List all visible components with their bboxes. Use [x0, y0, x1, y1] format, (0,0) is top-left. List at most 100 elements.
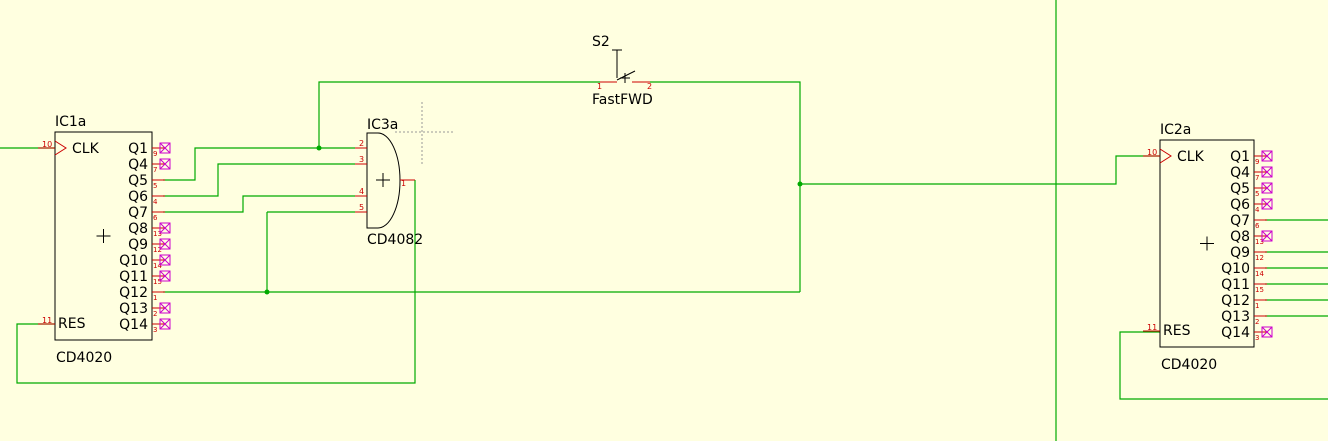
output-pin-number: 12: [1255, 254, 1264, 262]
output-pin-number: 5: [153, 182, 157, 190]
switch-value-label: FastFWD: [592, 92, 653, 108]
output-q11-label: Q11: [119, 269, 148, 285]
output-q12-label: Q12: [1221, 293, 1250, 309]
and-input-pin-number: 3: [359, 155, 364, 164]
output-q10-label: Q10: [1221, 261, 1250, 277]
no-connect-box: [159, 238, 171, 250]
switch-pin-number: 1: [597, 82, 602, 91]
output-q4-label: Q4: [1230, 165, 1250, 181]
no-connect-box: [159, 222, 171, 234]
no-connect-box: [1261, 166, 1273, 178]
output-pin-number: 7: [153, 166, 157, 174]
output-q10-label: Q10: [119, 253, 148, 269]
output-q6-label: Q6: [128, 189, 148, 205]
output-q14-label: Q14: [1221, 325, 1250, 341]
output-q14-label: Q14: [119, 317, 148, 333]
no-connect-x: [159, 302, 171, 314]
ic-body[interactable]: [54, 131, 153, 341]
switch-ref-label: S2: [592, 34, 610, 50]
clk-label: CLK: [1177, 149, 1205, 165]
wire-q5-and[interactable]: [163, 147, 319, 181]
and-output-pin-number: 1: [401, 179, 406, 188]
output-q6-label: Q6: [1230, 197, 1250, 213]
output-q13-label: Q13: [119, 301, 148, 317]
output-q9-label: Q9: [128, 237, 148, 253]
wire-switch-right[interactable]: [650, 81, 801, 292]
no-connect-x: [159, 270, 171, 282]
wire-ic2a-clk[interactable]: [800, 155, 1160, 185]
wire-ic2a-reset[interactable]: [1119, 331, 1328, 400]
no-connect-x: [159, 222, 171, 234]
output-pin-number: 2: [153, 310, 157, 318]
output-pin-number: 13: [1255, 238, 1264, 246]
no-connect-marker: [159, 318, 171, 330]
wire-switch-left[interactable]: [318, 81, 600, 148]
output-pin-number: 14: [153, 262, 162, 270]
no-connect-x: [1261, 166, 1273, 178]
res-label: RES: [58, 316, 86, 332]
no-connect-marker: [1261, 150, 1273, 162]
no-connect-x: [1261, 182, 1273, 194]
no-connect-x: [1261, 198, 1273, 210]
wire-reset-loop[interactable]: [16, 180, 416, 384]
output-pin-number: 7: [1255, 174, 1259, 182]
and-input-pin-number: 4: [359, 187, 364, 196]
wire-q6-and[interactable]: [163, 163, 355, 197]
no-connect-box: [1261, 182, 1273, 194]
ic-body[interactable]: [1159, 139, 1255, 348]
output-q12-label: Q12: [119, 285, 148, 301]
no-connect-x: [159, 238, 171, 250]
no-connect-box: [159, 254, 171, 266]
cursor-crosshair: [395, 102, 455, 165]
no-connect-box: [1261, 230, 1273, 242]
output-q9-label: Q9: [1230, 245, 1250, 261]
output-pin-number: 9: [153, 150, 157, 158]
output-pin-number: 2: [1255, 318, 1259, 326]
no-connect-marker: [159, 142, 171, 154]
and-input-pin-number: 2: [359, 139, 364, 148]
no-connect-x: [159, 142, 171, 154]
output-q7-label: Q7: [1230, 213, 1250, 229]
output-q1-label: Q1: [128, 141, 148, 157]
output-pin-number: 4: [1255, 206, 1260, 214]
clk-triangle-icon: [54, 140, 67, 156]
junction-dot: [797, 181, 803, 187]
output-pin-number: 5: [1255, 190, 1259, 198]
no-connect-marker: [159, 270, 171, 282]
no-connect-marker: [159, 222, 171, 234]
output-pin-number: 6: [1255, 222, 1260, 230]
ic-value-label: CD4020: [1161, 357, 1217, 373]
output-pin-number: 15: [1255, 286, 1264, 294]
clk-pin-number: 10: [42, 140, 52, 149]
no-connect-box: [159, 270, 171, 282]
ic-ref-label: IC3a: [367, 117, 398, 133]
output-q7-label: Q7: [128, 205, 148, 221]
wire-q7-and[interactable]: [163, 195, 355, 213]
no-connect-x: [159, 254, 171, 266]
output-pin-number: 4: [153, 198, 158, 206]
ic-value-label: CD4082: [367, 232, 423, 248]
no-connect-x: [1261, 326, 1273, 338]
no-connect-box: [1261, 150, 1273, 162]
no-connect-marker: [1261, 230, 1273, 242]
output-pin-number: 3: [153, 326, 157, 334]
output-pin-number: 15: [153, 278, 162, 286]
no-connect-box: [159, 142, 171, 154]
no-connect-marker: [159, 158, 171, 170]
output-pin-number: 3: [1255, 334, 1259, 342]
clk-pin-number: 10: [1147, 148, 1157, 157]
and-gate-body[interactable]: [366, 132, 401, 229]
no-connect-marker: [1261, 326, 1273, 338]
output-pin-number: 1: [153, 294, 157, 302]
no-connect-x: [1261, 230, 1273, 242]
clk-triangle-icon: [1159, 148, 1172, 164]
output-q11-label: Q11: [1221, 277, 1250, 293]
res-pin-number: 11: [42, 316, 52, 325]
output-q8-label: Q8: [128, 221, 148, 237]
